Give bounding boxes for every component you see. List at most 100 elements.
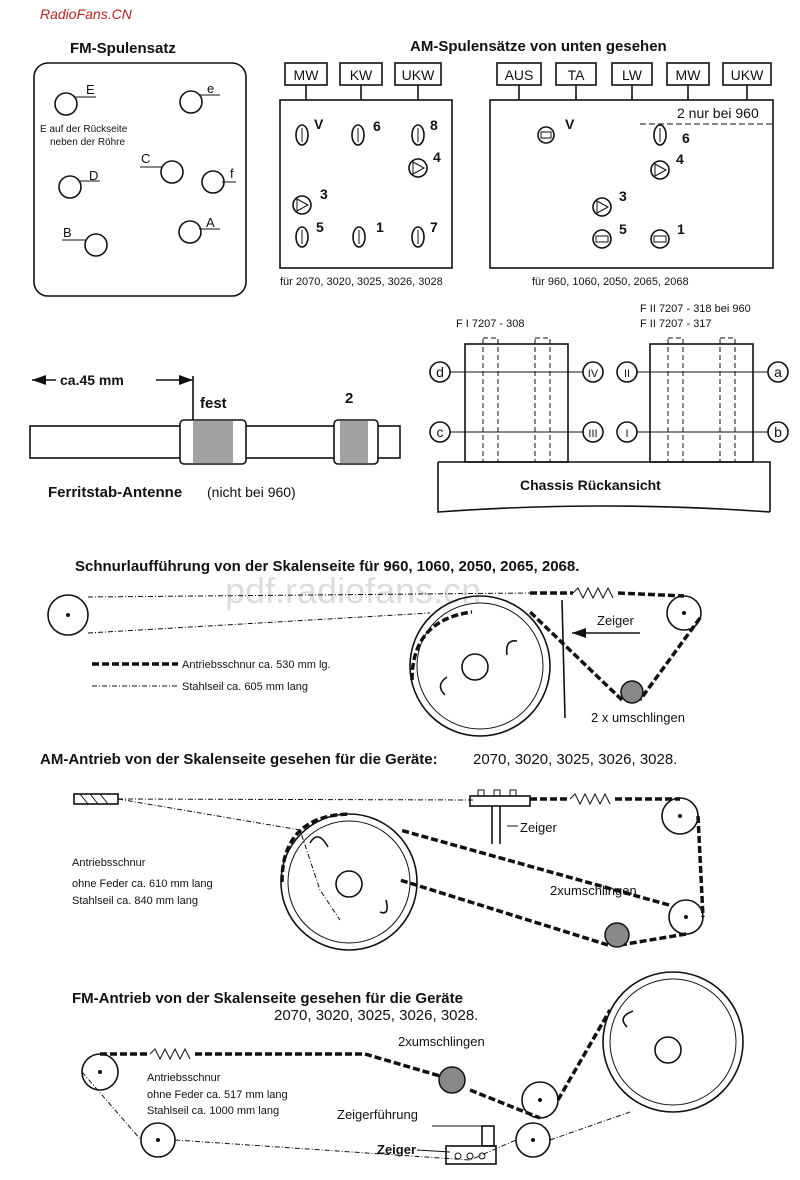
diagram2-legend-3: Stahlseil ca. 840 mm lang xyxy=(72,895,198,907)
coil-slot xyxy=(295,124,309,146)
coil-e xyxy=(179,90,203,114)
coil-E xyxy=(54,92,78,116)
ferrite-number: 2 xyxy=(345,390,353,407)
drum-wheel xyxy=(409,595,551,737)
ferrite-fest: fest xyxy=(200,395,227,412)
coil-slot xyxy=(351,124,365,146)
chassis-label-left: F I 7207 - 308 xyxy=(456,318,525,330)
coil-slot xyxy=(653,124,667,146)
ferrite-antenna: ca.45 mm fest 2 Ferritstab-Antenne (nich… xyxy=(29,370,401,501)
terminal-label: II xyxy=(624,368,630,380)
coil-slot xyxy=(352,226,366,248)
fm-coilset-frame xyxy=(33,62,247,297)
coil-f xyxy=(201,170,225,194)
coil-marker: 5 xyxy=(619,221,627,237)
terminal-c xyxy=(429,421,451,443)
diagram1-pointer: Zeiger xyxy=(597,613,635,628)
button-label: MW xyxy=(294,67,320,83)
diagram3-legend-2: ohne Feder ca. 517 mm lang xyxy=(147,1089,288,1101)
diagram3-title-models: 2070, 3020, 3025, 3026, 3028. xyxy=(274,1007,478,1024)
coil-marker: 4 xyxy=(676,151,684,167)
coil-slot xyxy=(408,158,428,178)
am-drum-hub xyxy=(335,870,363,898)
coil-marker: V xyxy=(565,116,575,132)
terminal-label: III xyxy=(588,428,597,440)
coil-label-C: C xyxy=(141,151,150,166)
diagram2-legend-1: Antriebsschnur xyxy=(72,857,146,869)
capstan-shaft xyxy=(620,680,644,704)
coil-A xyxy=(178,220,202,244)
fm-pointer-carrier xyxy=(445,1145,497,1165)
coil-marker: 4 xyxy=(433,149,441,165)
coil-slot xyxy=(650,229,670,249)
button-label: KW xyxy=(350,67,373,83)
terminal-III xyxy=(582,421,604,443)
diagram1-title: Schnurlaufführung von der Skalenseite fü… xyxy=(75,558,579,575)
pointer-rod xyxy=(561,599,566,719)
am-coilset-left-frame xyxy=(279,99,453,269)
coil-marker: 6 xyxy=(373,118,381,134)
fm-note-line2: neben der Röhre xyxy=(50,137,125,148)
coil-marker: 5 xyxy=(316,219,324,235)
ferrite-title: Ferritstab-Antenne xyxy=(48,484,182,501)
coil-slot xyxy=(650,160,670,180)
button-label: MW xyxy=(676,67,702,83)
am-right-caption: für 960, 1060, 2050, 2065, 2068 xyxy=(532,276,689,288)
diagram3-pointer-guide: Zeigerführung xyxy=(337,1107,418,1122)
terminal-d xyxy=(429,361,451,383)
chassis-label-right-2: F II 7207 - 317 xyxy=(640,318,712,330)
chassis-caption: Chassis Rückansicht xyxy=(520,477,661,493)
coil-slot xyxy=(295,226,309,248)
chassis-rear: F I 7207 - 308 F II 7207 - 318 bei 960 F… xyxy=(429,303,789,513)
fm-note-line1: E auf der Rückseite xyxy=(40,124,128,135)
fm-coilset-title: FM-Spulensatz xyxy=(70,40,176,57)
terminal-label: d xyxy=(436,364,444,380)
am-drum-wheel xyxy=(280,813,418,951)
am-coilset-right: AUS TA LW MW UKW 2 nur bei 960 V 6 xyxy=(489,62,774,288)
terminal-label: b xyxy=(774,424,782,440)
coil-B xyxy=(84,233,108,257)
coil-label-e: e xyxy=(207,81,214,96)
ferrite-distance: ca.45 mm xyxy=(60,372,124,388)
fm-drum-wheel xyxy=(602,971,744,1113)
terminal-label: c xyxy=(437,424,444,440)
coil-marker: 3 xyxy=(320,186,328,202)
diagram1-wrap: 2 x umschlingen xyxy=(591,710,685,725)
chassis-label-right-1: F II 7207 - 318 bei 960 xyxy=(640,303,751,315)
coil-label-A: A xyxy=(206,215,215,230)
coil-C xyxy=(160,160,184,184)
terminal-I xyxy=(616,421,638,443)
coil-marker: 6 xyxy=(682,130,690,146)
am-capstan xyxy=(604,922,630,948)
cord-diagram-1: Schnurlaufführung von der Skalenseite fü… xyxy=(47,558,702,737)
terminal-label: I xyxy=(625,428,628,440)
coil-marker: 8 xyxy=(430,117,438,133)
coil-marker: 1 xyxy=(677,221,685,237)
button-label: UKW xyxy=(731,67,764,83)
coil-marker: 3 xyxy=(619,188,627,204)
coil-marker: 1 xyxy=(376,219,384,235)
coil-marker: 7 xyxy=(430,219,438,235)
ferrite-note: (nicht bei 960) xyxy=(207,484,296,500)
terminal-label: a xyxy=(774,364,782,380)
terminal-label: IV xyxy=(588,368,599,380)
am-coilsets: AM-Spulensätze von unten gesehen MW KW U… xyxy=(279,38,774,288)
am-coilset-right-frame xyxy=(489,99,774,269)
coil-marker: V xyxy=(314,116,324,132)
coil-slot xyxy=(411,226,425,248)
site-logo-text: RadioFans.CN xyxy=(40,6,133,22)
terminal-IV xyxy=(582,361,604,383)
chassis-plate xyxy=(437,461,771,513)
pulley-left xyxy=(47,594,89,636)
button-label: TA xyxy=(568,67,586,83)
diagram2-legend-2: ohne Feder ca. 610 mm lang xyxy=(72,878,213,890)
coil-slot xyxy=(292,195,312,215)
button-label: LW xyxy=(622,67,643,83)
fm-coilset: FM-Spulensatz E e E auf der Rückseite ne… xyxy=(33,40,247,297)
diagram2-wrap: 2xumschlingen xyxy=(550,883,637,898)
coil-label-B: B xyxy=(63,225,72,240)
fm-tension-spring xyxy=(149,1047,191,1061)
coil-D xyxy=(58,175,82,199)
filter-can-right xyxy=(649,343,754,463)
